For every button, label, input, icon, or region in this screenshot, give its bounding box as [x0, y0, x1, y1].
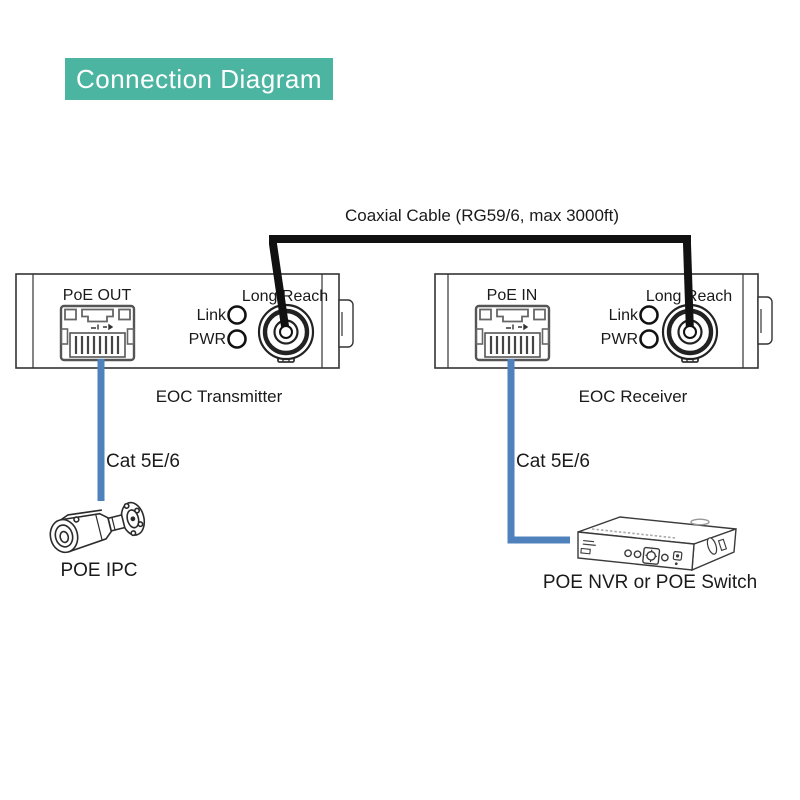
poe-out-label: PoE OUT [63, 287, 132, 304]
rj45-port-icon [474, 304, 551, 362]
page-title: Connection Diagram [75, 64, 322, 94]
coax-cable-label: Coaxial Cable (RG59/6, max 3000ft) [345, 206, 619, 225]
poe-in-label: PoE IN [487, 287, 538, 304]
link-led-icon [227, 305, 247, 325]
link-led-label: Link [609, 307, 639, 324]
transmitter-title: EOC Transmitter [156, 387, 283, 406]
long-reach-label: Long Reach [242, 288, 328, 305]
nvr-label: POE NVR or POE Switch [543, 572, 757, 593]
coax-cable: Coaxial Cable (RG59/6, max 3000ft) [269, 206, 697, 339]
link-led-label: Link [197, 307, 227, 324]
bnc-center-pin [683, 325, 697, 339]
panel-fold-lines [32, 274, 323, 368]
eoc-receiver-device: PoE IN Link PWR Long Reach [434, 273, 773, 369]
pwr-led-icon [639, 329, 659, 349]
coax-cable-line [269, 235, 694, 334]
cat5-label-right: Cat 5E/6 [516, 451, 590, 472]
nvr-icon [577, 516, 737, 572]
camera-label: POE IPC [60, 560, 137, 581]
pwr-led-label: PWR [189, 331, 226, 348]
rj45-port-icon [59, 304, 136, 362]
mount-tab [338, 299, 354, 348]
cat5-cable-right [507, 359, 570, 544]
link-led-icon [639, 305, 659, 325]
title-banner: Connection Diagram [65, 58, 333, 100]
receiver-title: EOC Receiver [579, 387, 688, 406]
bnc-center-pin [279, 325, 293, 339]
eoc-transmitter-device: PoE OUT Link PWR Long Reach [15, 273, 354, 369]
camera-icon [49, 501, 146, 554]
panel-fold-lines [447, 274, 744, 368]
pwr-led-label: PWR [601, 331, 638, 348]
mount-tab [757, 296, 773, 345]
cat5-label-left: Cat 5E/6 [106, 451, 180, 472]
pwr-led-icon [227, 329, 247, 349]
